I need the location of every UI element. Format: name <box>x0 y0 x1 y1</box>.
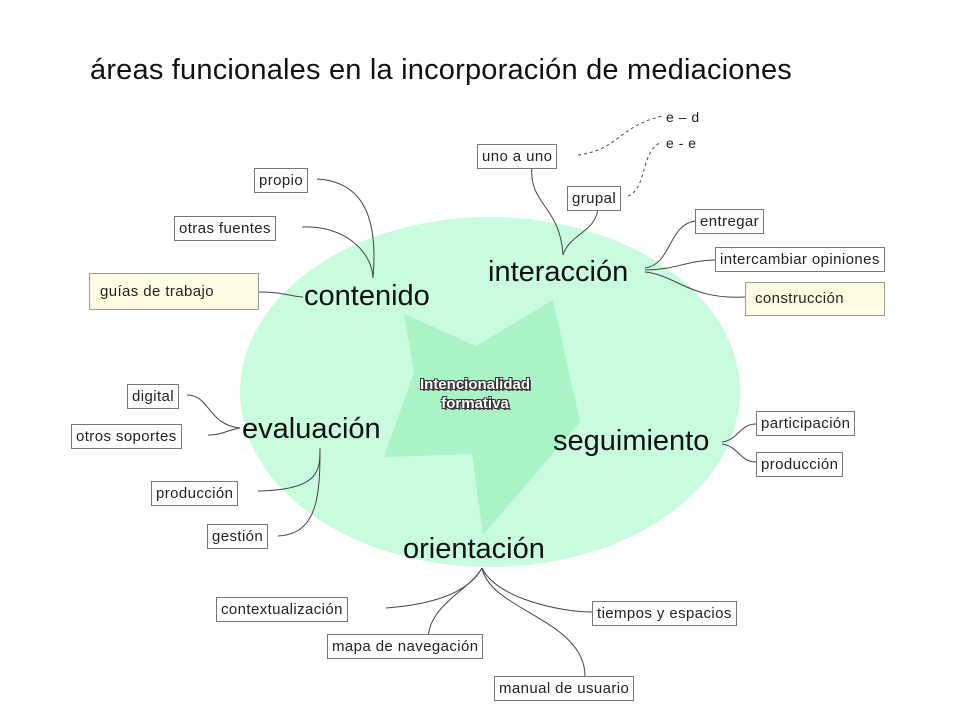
node-propio: propio <box>254 168 309 193</box>
node-otros-soportes: otros soportes <box>71 424 182 449</box>
dashed-connectors <box>577 115 663 197</box>
area-contenido: contenido <box>304 280 430 312</box>
node-otras-fuentes: otras fuentes <box>174 216 276 241</box>
area-evaluacion: evaluación <box>242 413 381 445</box>
center-label-line-1: Intencionalidad <box>419 376 530 393</box>
node-seguimiento-produccion: producción <box>756 452 844 477</box>
area-interaccion: interacción <box>488 256 629 288</box>
page-title: áreas funcionales en la incorporación de… <box>90 54 792 86</box>
node-gestion: gestión <box>207 524 269 549</box>
node-mapa-de-navegacion: mapa de navegación <box>327 634 484 659</box>
node-construccion: construcción <box>745 282 885 316</box>
node-manual-de-usuario: manual de usuario <box>494 676 635 701</box>
node-evaluacion-produccion: producción <box>151 481 239 506</box>
node-digital: digital <box>127 384 179 409</box>
node-entregar: entregar <box>695 209 765 234</box>
node-grupal: grupal <box>567 186 622 211</box>
center-star <box>384 300 580 535</box>
mode-e-e: e - e <box>666 135 697 151</box>
node-guias-de-trabajo: guías de trabajo <box>89 273 259 310</box>
node-uno-a-uno: uno a uno <box>477 144 558 169</box>
mode-e-d: e – d <box>666 109 700 125</box>
center-label: Intencionalidad formativa <box>400 375 550 413</box>
node-participacion: participación <box>756 411 856 436</box>
node-intercambiar-opiniones: intercambiar opiniones <box>715 247 885 272</box>
area-seguimiento: seguimiento <box>553 425 710 457</box>
node-contextualizacion: contextualización <box>216 597 348 622</box>
area-orientacion: orientación <box>403 533 545 565</box>
center-label-line-2: formativa <box>441 395 509 412</box>
connector-lines <box>186 164 757 677</box>
node-tiempos-y-espacios: tiempos y espacios <box>592 601 737 626</box>
